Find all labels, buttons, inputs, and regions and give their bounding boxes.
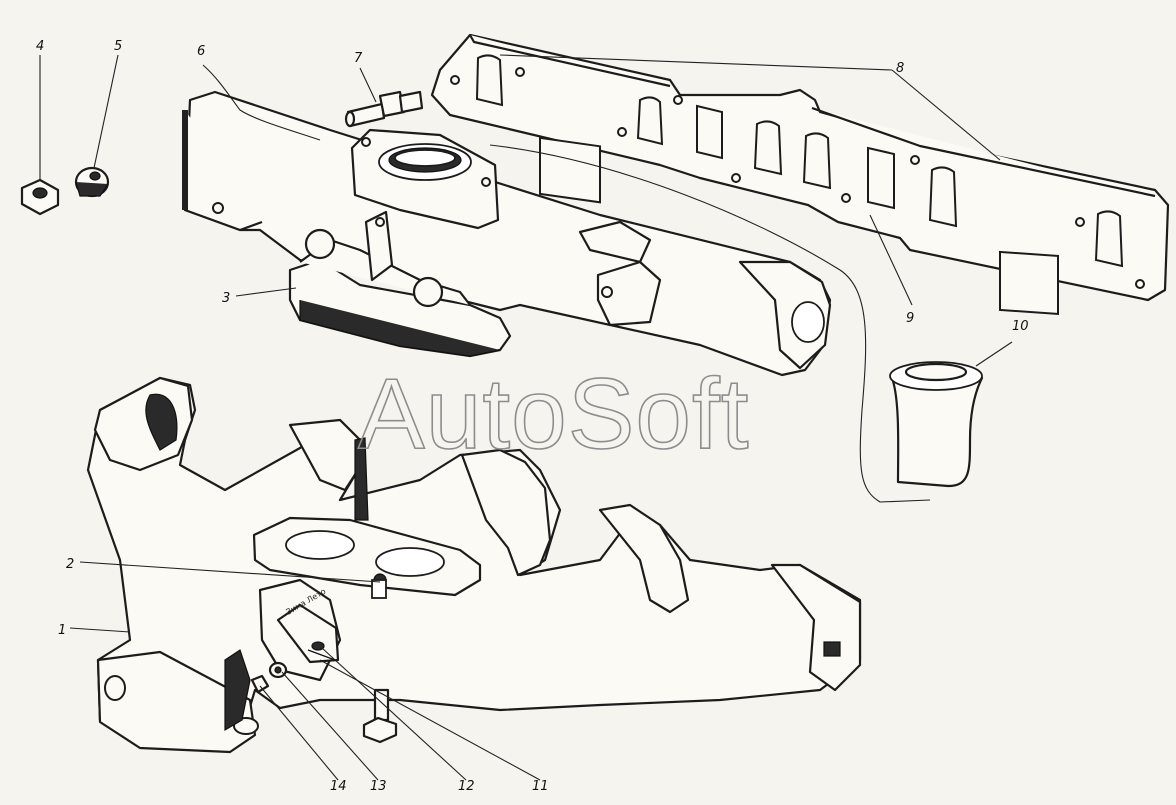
callout-10: 10	[1012, 319, 1029, 334]
washer	[74, 166, 110, 198]
intake-manifold: Зима Лето	[86, 376, 862, 754]
callout-4: 4	[36, 39, 44, 54]
nut	[20, 178, 60, 216]
callout-2: 2	[66, 557, 74, 572]
upper-manifold	[182, 90, 832, 377]
callout-12: 12	[458, 779, 475, 794]
callout-8: 8	[896, 61, 904, 76]
callout-7: 7	[354, 51, 363, 66]
callout-6: 6	[197, 44, 205, 59]
callout-3: 3	[222, 291, 230, 306]
leader-lines	[39, 54, 1013, 781]
callout-14: 14	[330, 779, 347, 794]
watermark: AutoSoft	[358, 358, 750, 470]
callout-5: 5	[114, 39, 122, 54]
callout-labels: 4 5 6 7 8 9 10 3 2 1 11 12 13 14	[36, 39, 1029, 794]
callout-13: 13	[370, 779, 387, 794]
manifold-gasket	[430, 33, 1170, 316]
bushing	[489, 144, 984, 503]
callout-9: 9	[906, 311, 914, 326]
stud	[344, 90, 424, 128]
callout-11: 11	[532, 779, 549, 794]
callout-1: 1	[58, 623, 66, 638]
